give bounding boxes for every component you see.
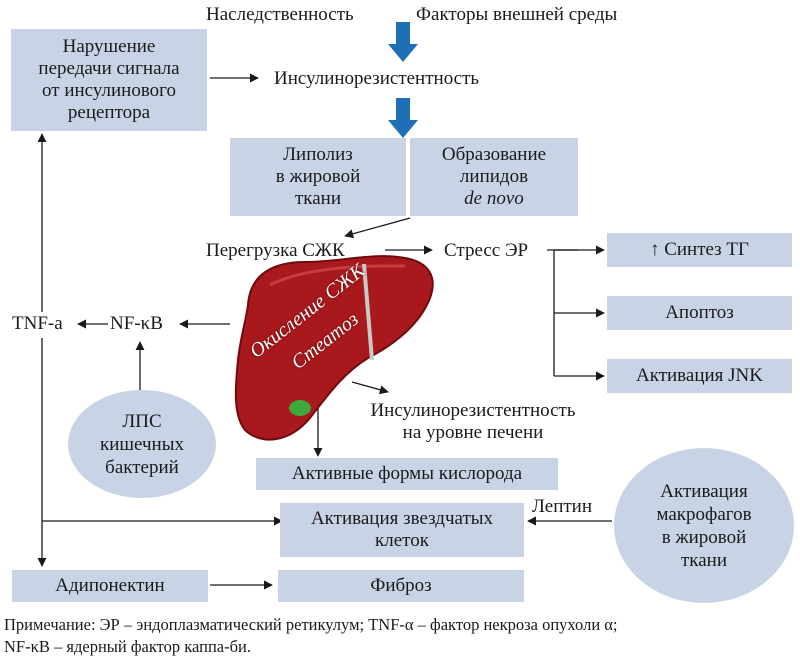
stellate-activation-box: Активация звездчатых клеток — [280, 503, 524, 557]
macrophage-line-3: в жировой — [661, 526, 747, 548]
signal-line-4: рецептора — [67, 102, 151, 123]
jnk-label: Активация JNK — [636, 365, 763, 386]
tg-synthesis-box: ↑ Синтез ТГ — [607, 233, 792, 267]
heredity-label: Наследственность — [206, 4, 354, 25]
lipid-line-2: липидов — [459, 166, 529, 187]
blue-arrow-mid — [388, 98, 418, 138]
blue-arrow-top — [388, 22, 418, 62]
lps-line-2: кишечных — [100, 433, 184, 455]
fibrosis-label: Фиброз — [370, 575, 432, 596]
lipid-line-1: Образование — [441, 144, 547, 165]
tg-synthesis-label: ↑ Синтез ТГ — [649, 239, 750, 260]
er-stress-label: Стресс ЭР — [444, 240, 529, 261]
lipolysis-box: Липолиз в жировой ткани — [230, 138, 406, 216]
stellate-line-2: клеток — [375, 530, 429, 551]
macrophage-line-1: Активация — [660, 480, 748, 502]
macrophage-line-2: макрофагов — [656, 503, 752, 525]
jnk-box: Активация JNK — [607, 359, 792, 393]
liver-insulin-resistance-label: Инсулинорезистентность на уровне печени — [342, 400, 604, 444]
arrow-lipid-to-ffa — [344, 217, 411, 239]
signal-line-2: передачи сигнала — [38, 58, 180, 79]
insulin-resistance-label: Инсулинорезистентность — [274, 68, 480, 89]
footnote-line-1: Примечание: ЭР – эндоплазматический рети… — [4, 615, 618, 634]
signal-line-1: Нарушение — [62, 36, 156, 57]
footnote-line-2: NF-κB – ядерный фактор каппа-би. — [4, 637, 251, 656]
ffa-overload-label: Перегрузка СЖК — [206, 240, 345, 261]
arrow-liver-to-ir — [351, 381, 389, 395]
apoptosis-label: Апоптоз — [665, 302, 734, 323]
liver-ir-line-2: на уровне печени — [402, 422, 544, 443]
stellate-line-1: Активация звездчатых — [310, 508, 494, 529]
liver-illustration — [234, 255, 434, 441]
lipolysis-line-2: в жировой — [275, 166, 361, 187]
liver-ir-line-1: Инсулинорезистентность — [370, 400, 576, 421]
adiponectin-label: Адипонектин — [55, 575, 165, 596]
footnote: Примечание: ЭР – эндоплазматический рети… — [4, 614, 618, 658]
leptin-label: Лептин — [532, 496, 592, 517]
lipid-line-3: de novo — [464, 188, 524, 209]
ros-label: Активные формы кислорода — [291, 463, 523, 484]
lipolysis-line-3: ткани — [294, 188, 341, 209]
ros-box: Активные формы кислорода — [256, 458, 558, 490]
lps-circle: ЛПС кишечных бактерий — [68, 390, 216, 498]
lipid-de-novo-box: Образование липидов de novo — [410, 138, 578, 216]
tnf-label: TNF-a — [12, 313, 63, 334]
macrophage-circle: Активация макрофагов в жировой ткани — [614, 448, 794, 603]
apoptosis-box: Апоптоз — [607, 296, 792, 330]
fibrosis-box: Фиброз — [278, 570, 524, 602]
macrophage-line-4: ткани — [680, 549, 727, 571]
signal-disruption-box: Нарушение передачи сигнала от инсулиново… — [11, 29, 207, 131]
lps-line-1: ЛПС — [122, 410, 162, 432]
lipolysis-line-1: Липолиз — [283, 144, 353, 165]
external-factors-label: Факторы внешней среды — [416, 4, 618, 25]
lps-line-3: бактерий — [105, 456, 179, 478]
nfkb-label: NF-κB — [110, 313, 163, 334]
signal-line-3: от инсулинового — [42, 80, 176, 101]
adiponectin-box: Адипонектин — [12, 570, 208, 602]
